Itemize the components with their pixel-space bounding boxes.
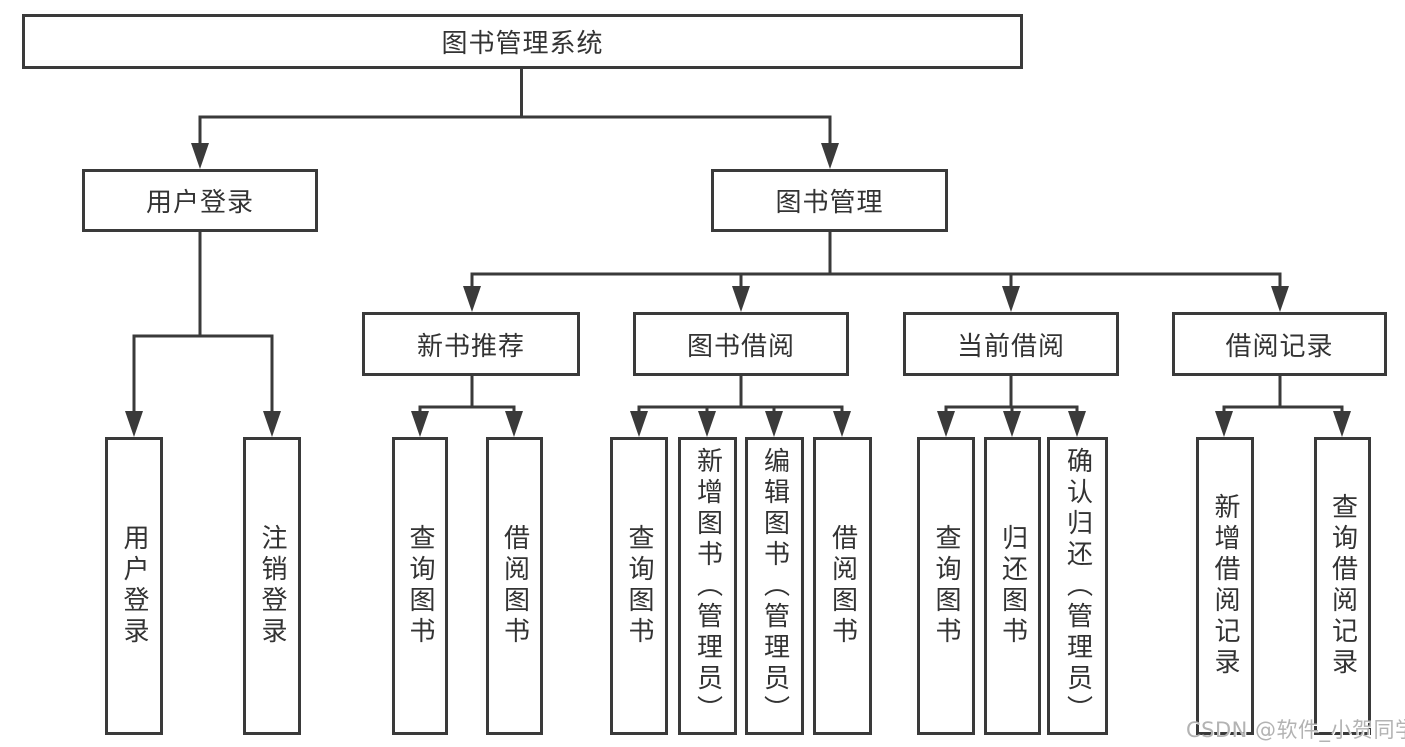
connector-borrowing-records-branch: [1215, 374, 1351, 437]
node-label: 当前借阅: [956, 331, 1065, 362]
node-label: 确认归还（管理员）: [1062, 446, 1093, 726]
connector-book-management-branch: [463, 230, 1289, 312]
node-borrowing-records: 借阅记录: [1172, 312, 1387, 376]
leaf-query-borrow-record: 查询借阅记录: [1314, 437, 1371, 735]
leaf-borrow-books: 借阅图书: [813, 437, 872, 735]
node-label: 查询图书: [931, 524, 961, 648]
leaf-add-borrow-record: 新增借阅记录: [1196, 437, 1254, 735]
node-label: 归还图书: [997, 524, 1028, 648]
leaf-logout: 注销登录: [243, 437, 301, 735]
node-label: 注销登录: [257, 524, 287, 648]
leaf-edit-books-admin: 编辑图书（管理员）: [745, 437, 804, 735]
node-label: 新增借阅记录: [1210, 493, 1240, 679]
node-label: 新增图书（管理员）: [692, 446, 723, 726]
watermark: CSDN @软件_小贺同学: [1186, 718, 1405, 742]
node-label: 借阅图书: [827, 524, 858, 648]
node-label: 编辑图书（管理员）: [759, 446, 790, 726]
leaf-user-login: 用户登录: [105, 437, 163, 735]
node-label: 查询图书: [405, 524, 435, 648]
node-label: 用户登录: [119, 524, 149, 648]
node-label: 图书管理: [775, 188, 884, 218]
leaf-query-books-borrowing: 查询图书: [610, 437, 668, 735]
leaf-borrow-books-recommend: 借阅图书: [486, 437, 543, 735]
node-book-management: 图书管理: [711, 169, 948, 232]
node-label: 查询图书: [624, 524, 654, 648]
node-label: 借阅记录: [1225, 331, 1334, 362]
leaf-confirm-return-admin: 确认归还（管理员）: [1047, 437, 1108, 735]
connector-user-login-branch: [125, 230, 281, 437]
node-label: 查询借阅记录: [1327, 493, 1358, 679]
node-library-management-system: 图书管理系统: [22, 14, 1023, 69]
leaf-add-books-admin: 新增图书（管理员）: [678, 437, 737, 735]
node-current-borrowing: 当前借阅: [903, 312, 1119, 376]
connector-book-borrowing-branch: [630, 374, 851, 437]
node-label: 图书借阅: [686, 331, 795, 362]
node-label: 新书推荐: [416, 331, 525, 362]
node-label: 图书管理系统: [441, 29, 604, 59]
connector-root-to-level2: [191, 67, 839, 169]
leaf-query-books-current: 查询图书: [917, 437, 975, 735]
connector-new-book-recommend-branch: [411, 374, 523, 437]
node-book-borrowing: 图书借阅: [633, 312, 849, 376]
node-label: 借阅图书: [499, 524, 530, 648]
node-user-login: 用户登录: [82, 169, 318, 232]
node-label: 用户登录: [145, 188, 254, 218]
connector-current-borrowing-branch: [937, 374, 1086, 437]
leaf-query-books-recommend: 查询图书: [392, 437, 448, 735]
node-new-book-recommend: 新书推荐: [362, 312, 580, 376]
leaf-return-books: 归还图书: [984, 437, 1041, 735]
